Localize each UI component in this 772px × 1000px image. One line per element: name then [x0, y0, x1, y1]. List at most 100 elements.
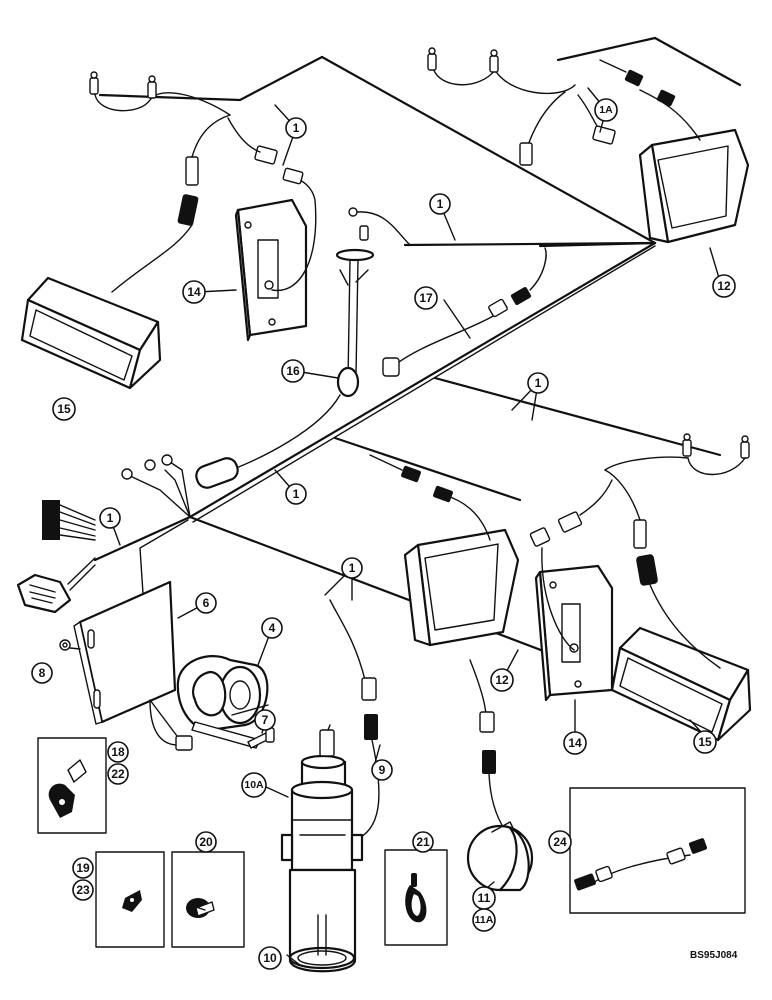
callout-14-bottom: 14 — [563, 731, 587, 755]
harness-top-right-run — [556, 36, 657, 62]
svg-text:1: 1 — [535, 376, 542, 390]
svg-text:16: 16 — [286, 364, 300, 378]
svg-text:12: 12 — [495, 673, 509, 687]
svg-text:19: 19 — [76, 861, 90, 875]
lamp-15-left — [20, 114, 231, 390]
callout-1-mid-right: 1 — [429, 193, 451, 215]
svg-text:17: 17 — [419, 291, 433, 305]
callout-1-lower: 1 — [341, 557, 363, 579]
sender-16 — [195, 207, 411, 489]
svg-text:1: 1 — [437, 197, 444, 211]
inset-20 — [171, 851, 245, 948]
svg-text:22: 22 — [111, 767, 125, 781]
svg-text:8: 8 — [39, 666, 46, 680]
callout-1-right: 1 — [527, 372, 549, 394]
switch-14-lower — [529, 479, 614, 702]
callout-1a-top: 1A — [594, 98, 618, 122]
callout-1-center: 1 — [285, 483, 307, 505]
lamp-12-top-right — [519, 59, 750, 244]
inset-18-22 — [37, 737, 107, 834]
switch-14-upper — [227, 117, 317, 342]
ground-wires-top-right — [427, 47, 576, 95]
svg-text:24: 24 — [553, 835, 567, 849]
svg-text:7: 7 — [262, 713, 269, 727]
harness-top-left-run — [98, 55, 324, 102]
callout-18: 18 — [107, 741, 129, 763]
svg-text:21: 21 — [416, 835, 430, 849]
lamp-12-lower — [369, 454, 520, 647]
harness-right-branch — [433, 376, 722, 457]
beacon-4 — [149, 655, 269, 751]
callout-7: 7 — [254, 709, 276, 731]
callout-15-right: 15 — [693, 730, 717, 754]
svg-text:1: 1 — [349, 561, 356, 575]
svg-text:1: 1 — [293, 121, 300, 135]
callout-9: 9 — [371, 759, 393, 781]
svg-text:6: 6 — [203, 596, 210, 610]
callout-1-left: 1 — [99, 507, 121, 529]
pump-10 — [280, 724, 364, 973]
svg-text:12: 12 — [717, 279, 731, 293]
callout-4: 4 — [261, 617, 283, 639]
callout-12-top: 12 — [712, 274, 736, 298]
bracket-6 — [59, 580, 177, 725]
callout-10a: 10A — [241, 772, 267, 798]
callout-23: 23 — [72, 879, 94, 901]
svg-text:15: 15 — [698, 735, 712, 749]
svg-text:11A: 11A — [475, 914, 494, 926]
svg-text:10A: 10A — [244, 779, 264, 791]
callout-8: 8 — [31, 662, 53, 684]
callout-6: 6 — [195, 592, 217, 614]
callout-10: 10 — [258, 946, 282, 970]
svg-text:4: 4 — [269, 621, 276, 635]
svg-text:14: 14 — [187, 285, 201, 299]
callout-12-bottom: 12 — [490, 668, 514, 692]
harness-top-right-exit — [653, 36, 742, 87]
inset-21 — [384, 849, 448, 946]
svg-text:11: 11 — [478, 891, 491, 905]
callout-24: 24 — [548, 830, 572, 854]
harness-ring-lead-2 — [127, 474, 191, 518]
harness-trunk-inner — [192, 245, 656, 523]
svg-text:1A: 1A — [599, 104, 613, 116]
harness-junction-stub — [538, 241, 657, 248]
callout-17: 17 — [414, 286, 438, 310]
svg-text:15: 15 — [57, 402, 71, 416]
figure-code: BS95J084 — [690, 950, 738, 961]
callout-19: 19 — [72, 857, 94, 879]
svg-text:1: 1 — [107, 511, 114, 525]
svg-text:20: 20 — [199, 835, 213, 849]
svg-text:10: 10 — [263, 951, 277, 965]
horn-11 — [466, 821, 534, 892]
inset-19-23 — [95, 851, 165, 948]
callout-11a: 11A — [472, 908, 496, 932]
callout-22: 22 — [107, 763, 129, 785]
sensor-17 — [382, 247, 547, 377]
multipin-connectors — [16, 500, 96, 614]
svg-text:23: 23 — [76, 883, 90, 897]
ground-wires-top-left — [89, 71, 231, 116]
harness-top-to-junction — [320, 55, 657, 245]
callout-11: 11 — [472, 886, 496, 910]
callout-1-top: 1 — [285, 117, 307, 139]
svg-text:1: 1 — [293, 487, 300, 501]
ground-wires-mid-right — [604, 433, 750, 476]
callout-14-top: 14 — [182, 280, 206, 304]
ring-terminals-left — [121, 454, 173, 480]
callout-20: 20 — [195, 831, 217, 853]
harness-left-exit — [93, 515, 192, 562]
harness-center-branch — [333, 436, 522, 502]
inset-24 — [569, 787, 746, 914]
callout-16: 16 — [281, 359, 305, 383]
callout-15-left: 15 — [52, 397, 76, 421]
svg-text:14: 14 — [568, 736, 582, 750]
lamp-15-right — [604, 469, 752, 742]
svg-text:9: 9 — [379, 763, 386, 777]
svg-text:18: 18 — [111, 745, 125, 759]
connector-9 — [329, 599, 380, 841]
harness-ring-lead-1 — [164, 469, 191, 518]
harness-trunk-diagonal — [188, 241, 657, 519]
harness-ring-lead-3 — [169, 461, 191, 518]
